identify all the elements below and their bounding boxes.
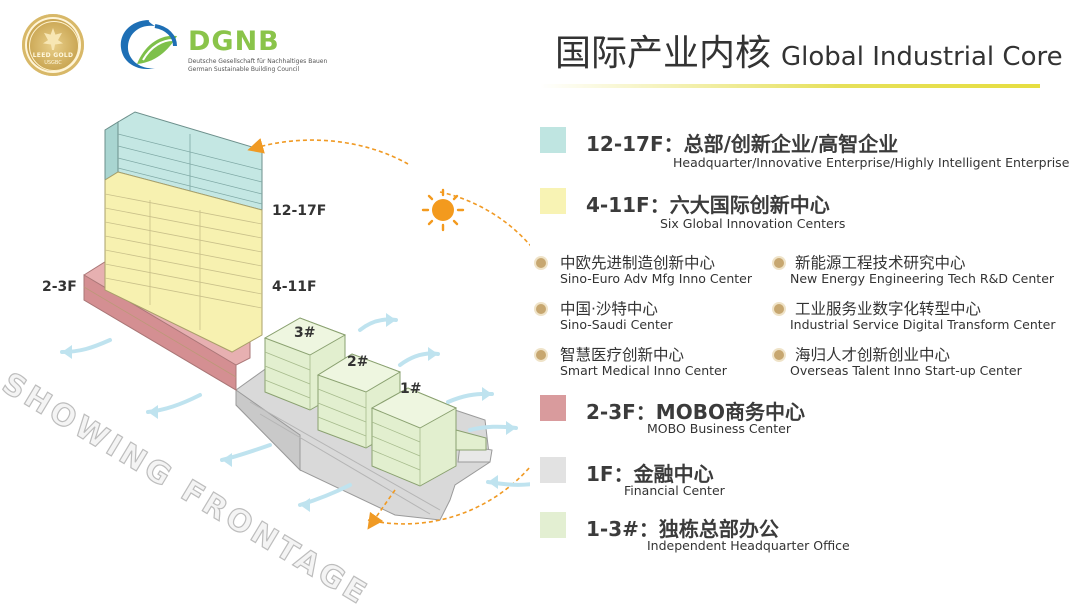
wind-arrowheads bbox=[62, 313, 516, 512]
center-bullet-icon bbox=[536, 350, 546, 360]
tower-4-11f bbox=[104, 171, 263, 353]
dgnb-subtitle-en: German Sustainable Building Council bbox=[188, 66, 300, 73]
dgnb-subtitle-de: Deutsche Gesellschaft für Nachhaltiges B… bbox=[188, 58, 328, 65]
floor-label-2-3f: 2-3F bbox=[42, 279, 77, 295]
building-diagram bbox=[60, 111, 530, 530]
sun-icon bbox=[421, 188, 465, 232]
page-title-cn: 国际产业内核 bbox=[555, 33, 772, 74]
legend-subtitle-2-3f: MOBO Business Center bbox=[647, 421, 791, 436]
leed-logo-text: LEED GOLD bbox=[32, 52, 74, 59]
center-bullet-icon bbox=[536, 304, 546, 314]
building-1 bbox=[370, 387, 487, 487]
center-subtitle-4: Industrial Service Digital Transform Cen… bbox=[790, 317, 1056, 332]
floor-label-12-17f: 12-17F bbox=[272, 203, 327, 219]
legend-subtitle-1f: Financial Center bbox=[624, 483, 725, 498]
legend-swatch-1-3 bbox=[540, 512, 566, 538]
building-label-2: 2# bbox=[347, 354, 369, 370]
title-underline bbox=[540, 84, 1040, 88]
center-title-6: 海归人才创新创业中心 bbox=[795, 346, 951, 364]
floor-label-4-11f: 4-11F bbox=[272, 279, 317, 295]
center-subtitle-1: Sino-Euro Adv Mfg Inno Center bbox=[560, 271, 752, 286]
tower-12-17f bbox=[104, 111, 263, 211]
center-title-3: 中国·沙特中心 bbox=[560, 300, 658, 318]
dgnb-name: DGNB bbox=[188, 26, 280, 57]
center-title-4: 工业服务业数字化转型中心 bbox=[795, 300, 982, 318]
legend-swatch-4-11f bbox=[540, 188, 566, 214]
dgnb-swirl-icon bbox=[120, 20, 177, 70]
legend-title-4-11f: 4-11F：六大国际创新中心 bbox=[586, 193, 830, 217]
legend-swatch-12-17f bbox=[540, 127, 566, 153]
legend-title-12-17f: 12-17F：总部/创新企业/高智企业 bbox=[586, 132, 899, 156]
center-subtitle-2: New Energy Engineering Tech R&D Center bbox=[790, 271, 1055, 286]
center-bullet-icon bbox=[774, 304, 784, 314]
center-subtitle-6: Overseas Talent Inno Start-up Center bbox=[790, 363, 1022, 378]
legend-swatch-1f bbox=[540, 457, 566, 483]
center-title-5: 智慧医疗创新中心 bbox=[560, 346, 685, 364]
page-title-en: Global Industrial Core bbox=[781, 42, 1063, 72]
leed-gold-logo: LEED GOLD USGBC bbox=[22, 14, 84, 76]
legend-title-1-3: 1-3#：独栋总部办公 bbox=[586, 517, 779, 541]
center-bullet-icon bbox=[774, 350, 784, 360]
center-subtitle-3: Sino-Saudi Center bbox=[560, 317, 673, 332]
legend-title-2-3f: 2-3F：MOBO商务中心 bbox=[586, 400, 805, 424]
legend-subtitle-1-3: Independent Headquarter Office bbox=[647, 538, 850, 553]
legend-subtitle-4-11f: Six Global Innovation Centers bbox=[660, 216, 846, 231]
sun-path-arc bbox=[367, 191, 530, 525]
center-title-1: 中欧先进制造创新中心 bbox=[560, 254, 716, 272]
page-title: 国际产业内核 Global Industrial Core bbox=[555, 24, 1063, 76]
legend-swatch-2-3f bbox=[540, 395, 566, 421]
legend-subtitle-12-17f: Headquarter/Innovative Enterprise/Highly… bbox=[673, 155, 1070, 170]
building-label-3: 3# bbox=[294, 325, 316, 341]
center-bullet-icon bbox=[774, 258, 784, 268]
sun-path-arrow-top bbox=[247, 138, 409, 165]
legend-title-1f: 1F：金融中心 bbox=[586, 462, 714, 486]
building-label-1: 1# bbox=[400, 381, 422, 397]
center-title-2: 新能源工程技术研究中心 bbox=[795, 254, 966, 272]
center-subtitle-5: Smart Medical Inno Center bbox=[560, 363, 727, 378]
center-bullet-icon bbox=[536, 258, 546, 268]
leed-logo-sub: USGBC bbox=[44, 60, 62, 66]
leed-logo-ring bbox=[29, 21, 79, 71]
